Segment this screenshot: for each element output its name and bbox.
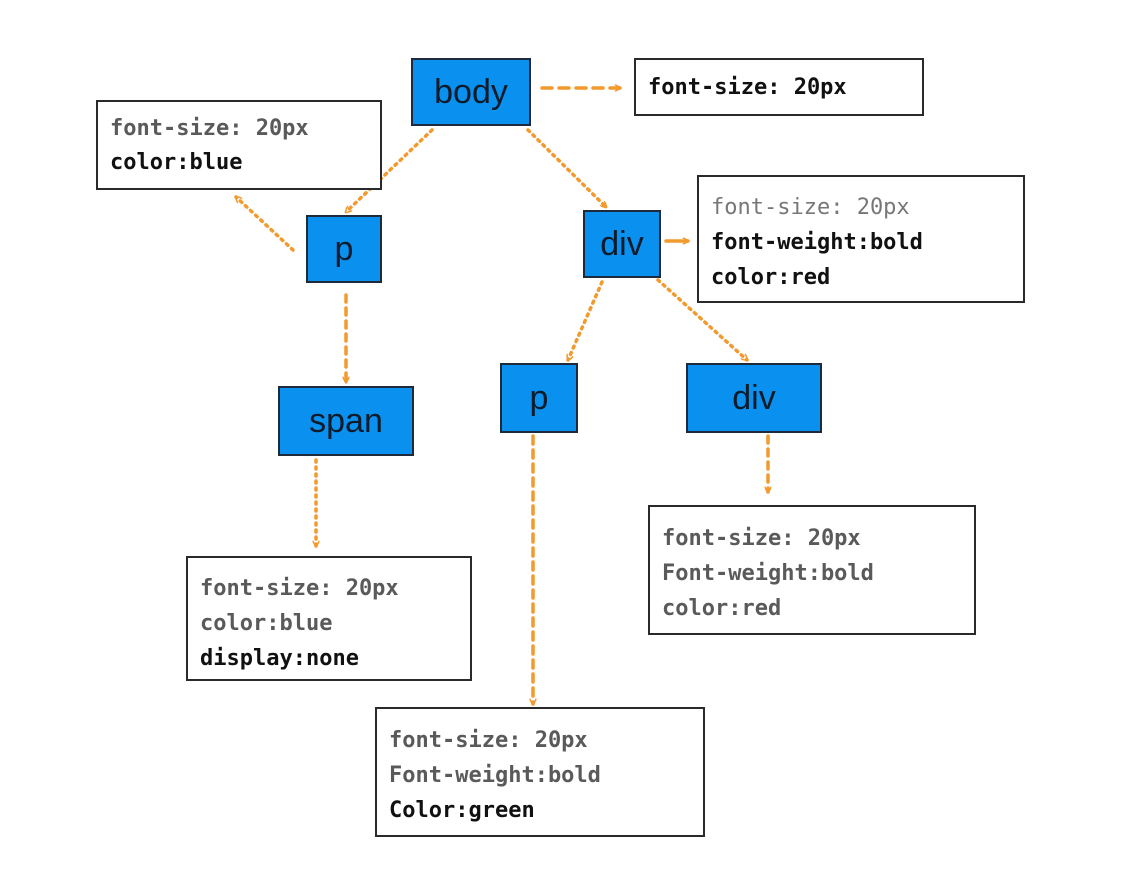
style-card-div: font-size: 20px font-weight:bold color:r… — [697, 175, 1025, 303]
node-p-child: p — [500, 363, 578, 433]
style-line: color:blue — [110, 150, 243, 175]
style-line-inherited: font-size: 20px — [711, 195, 910, 220]
arrow-body-to-div — [526, 128, 606, 207]
node-body: body — [411, 58, 531, 126]
style-line-inherited: Font-weight:bold — [389, 763, 601, 788]
style-line-inherited: Font-weight:bold — [662, 561, 874, 586]
style-card-p: font-size: 20px color:blue — [96, 100, 382, 190]
style-line: font-weight:bold — [711, 230, 923, 255]
style-card-span: font-size: 20px color:blue display:none — [186, 556, 472, 681]
style-line-inherited: font-size: 20px — [389, 728, 588, 753]
style-line-inherited: font-size: 20px — [110, 116, 309, 141]
style-line-inherited: color:red — [662, 596, 782, 621]
style-line-inherited: font-size: 20px — [200, 576, 399, 601]
arrow-div-to-p — [566, 280, 604, 360]
style-line: font-size: 20px — [648, 75, 847, 100]
style-line-inherited: font-size: 20px — [662, 526, 861, 551]
style-line: color:red — [711, 265, 831, 290]
style-card-p-child: font-size: 20px Font-weight:bold Color:g… — [375, 707, 705, 837]
style-line-inherited: color:blue — [200, 611, 333, 636]
arrow-div-to-div — [656, 278, 747, 360]
node-span: span — [278, 386, 414, 456]
node-p: p — [306, 215, 382, 283]
arrow-p-to-style — [236, 197, 295, 252]
style-line: display:none — [200, 646, 359, 671]
arrow-body-to-p — [346, 128, 434, 212]
style-card-div-child: font-size: 20px Font-weight:bold color:r… — [648, 505, 976, 635]
node-div: div — [583, 210, 661, 278]
style-line: Color:green — [389, 798, 535, 823]
style-card-body: font-size: 20px — [634, 58, 924, 116]
node-div-child: div — [686, 363, 822, 433]
